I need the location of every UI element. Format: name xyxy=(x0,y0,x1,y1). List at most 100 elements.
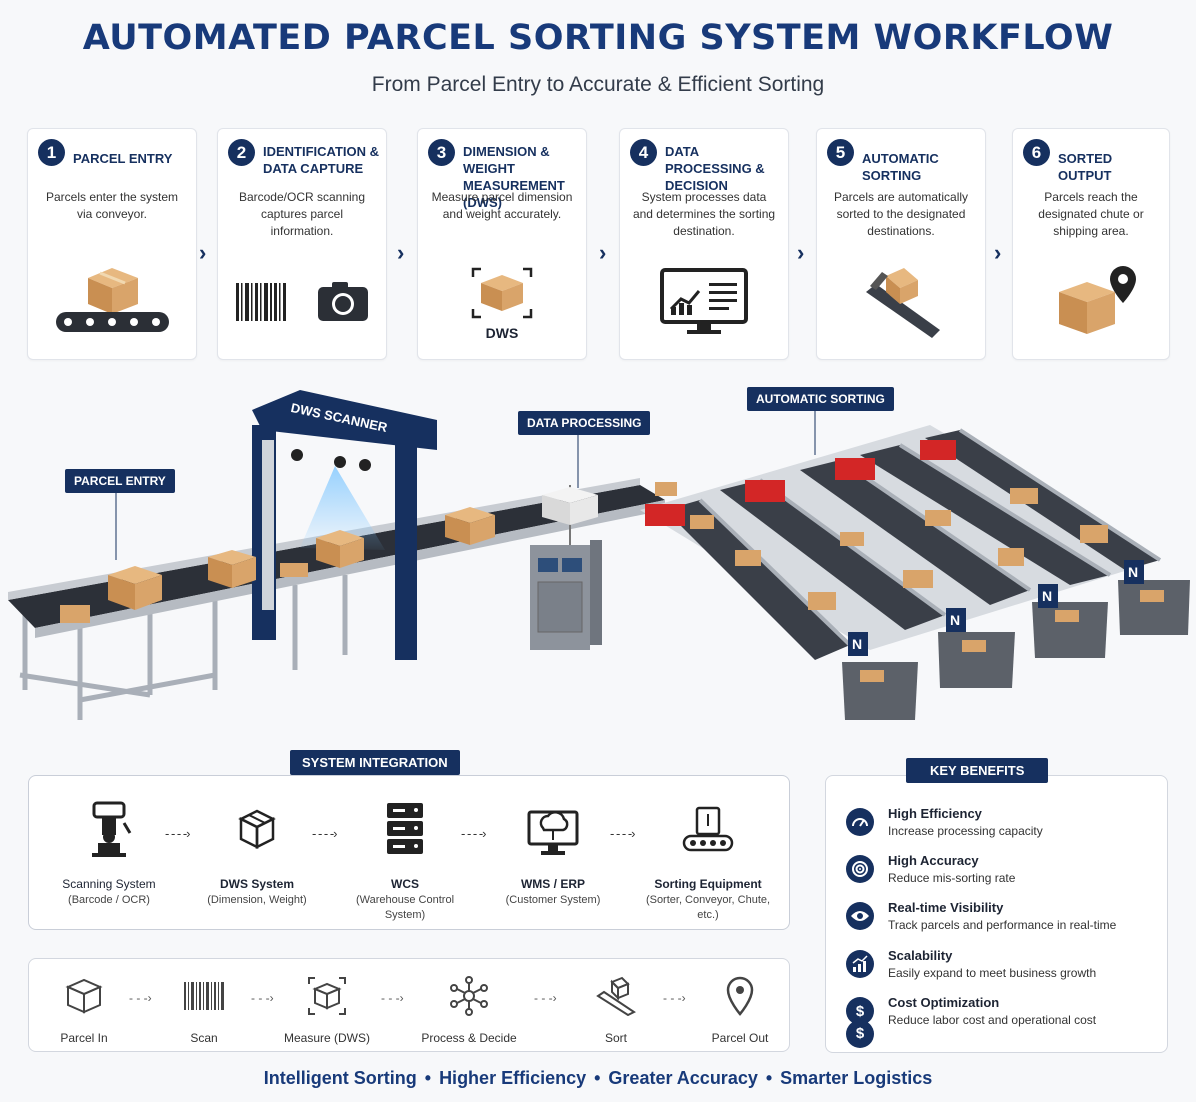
step-number: 5 xyxy=(827,139,854,166)
step-number: 4 xyxy=(630,139,657,166)
step-title: SORTED OUTPUT xyxy=(1058,151,1113,183)
benefit-title: High Efficiency xyxy=(888,806,982,821)
flow-parcel-in: Parcel In xyxy=(29,973,139,1045)
si-desc: (Warehouse Control System) xyxy=(355,894,455,921)
step-number: 3 xyxy=(428,139,455,166)
location-pin-icon xyxy=(685,973,795,1019)
step-description: Barcode/OCR scanning captures parcel inf… xyxy=(238,190,366,238)
dollar-icon: $ xyxy=(846,1020,874,1048)
tag-automatic-sorting: AUTOMATIC SORTING xyxy=(747,387,894,411)
step-title: AUTOMATIC SORTING xyxy=(862,151,939,183)
benefit-title: Scalability xyxy=(888,948,953,963)
dashed-arrow-icon: - - - -› xyxy=(165,826,191,841)
tag-parcel-entry: PARCEL ENTRY xyxy=(65,469,175,493)
step-description: Parcels enter the system via conveyor. xyxy=(45,190,179,221)
bullet-separator: • xyxy=(424,1068,432,1088)
key-benefits-panel: High Efficiency Increase processing capa… xyxy=(825,775,1168,1053)
si-desc: (Barcode / OCR) xyxy=(68,894,150,906)
si-wcs: WCS (Warehouse Control System) xyxy=(335,798,475,923)
step-number: 1 xyxy=(38,139,65,166)
bullet-separator: • xyxy=(594,1068,601,1088)
flow-process-decide: Process & Decide xyxy=(414,973,524,1045)
sort-arm-icon xyxy=(561,973,671,1019)
barcode-camera-icon xyxy=(218,254,386,349)
tagline-item: Higher Efficiency xyxy=(439,1068,587,1088)
box-icon xyxy=(29,973,139,1019)
network-icon xyxy=(414,973,524,1019)
si-sorting-equipment: Sorting Equipment (Sorter, Conveyor, Chu… xyxy=(638,798,778,923)
box-location-icon xyxy=(1013,254,1169,349)
workflow-steps: 1 PARCEL ENTRY Parcels enter the system … xyxy=(27,128,1170,360)
dws-label: DWS xyxy=(485,324,519,341)
server-icon xyxy=(335,798,475,860)
si-dws-system: DWS System (Dimension, Weight) xyxy=(187,798,327,908)
benefit-desc: Reduce mis-sorting rate xyxy=(888,871,1016,885)
step-title: IDENTIFICATION & DATA CAPTURE xyxy=(263,144,380,176)
flow-label: Measure (DWS) xyxy=(283,1031,370,1045)
eye-icon xyxy=(846,902,874,930)
tagline-item: Smarter Logistics xyxy=(780,1068,933,1088)
sorting-system-illustration: PARCEL ENTRY DWS SCANNER DATA PROCESSING… xyxy=(0,370,1196,740)
benefit-desc: Track parcels and performance in real-ti… xyxy=(888,918,1117,932)
dashed-arrow-icon: - - -› xyxy=(129,991,152,1005)
flow-measure: Measure (DWS) xyxy=(272,973,382,1045)
key-benefits-tag: KEY BENEFITS xyxy=(906,758,1049,783)
flow-sort: Sort xyxy=(561,973,671,1045)
si-name: WMS / ERP xyxy=(520,877,585,891)
chute-label: N xyxy=(1042,588,1053,604)
scanner-robot-icon xyxy=(39,798,179,860)
flow-label: Parcel In xyxy=(60,1031,108,1045)
conveyor-icon xyxy=(638,798,778,860)
step-title: DATA PROCESSING & DECISION xyxy=(665,144,765,193)
monitor-chart-icon xyxy=(620,254,788,349)
si-wms-erp: WMS / ERP (Customer System) xyxy=(483,798,623,908)
barcode-icon xyxy=(149,973,259,1019)
dashed-arrow-icon: - - -› xyxy=(534,991,557,1005)
si-desc: (Customer System) xyxy=(505,894,601,906)
process-flow-strip: Parcel In - - -› Scan - - -› Measure (DW… xyxy=(28,958,790,1052)
flow-label: Process & Decide xyxy=(421,1031,517,1045)
chevron-right-icon: › xyxy=(397,240,405,265)
step-card-data-processing: 4 DATA PROCESSING & DECISION System proc… xyxy=(619,128,789,360)
step-description: Parcels are automatically sorted to the … xyxy=(833,190,969,238)
system-integration-tag: SYSTEM INTEGRATION xyxy=(290,750,460,775)
step-number: 6 xyxy=(1023,139,1050,166)
step-card-automatic-sorting: 5 AUTOMATIC SORTING Parcels are automati… xyxy=(816,128,986,360)
page-subtitle: From Parcel Entry to Accurate & Efficien… xyxy=(371,73,825,96)
chevron-right-icon: › xyxy=(994,240,1002,265)
benefit-desc: Easily expand to meet business growth xyxy=(888,966,1097,980)
si-desc: (Sorter, Conveyor, Chute, etc.) xyxy=(645,894,771,921)
si-name: Sorting Equipment xyxy=(654,877,762,891)
chevron-right-icon: › xyxy=(599,240,607,265)
benefit-desc: Increase processing capacity xyxy=(888,824,1043,838)
si-scanning-system: Scanning System (Barcode / OCR) xyxy=(39,798,179,908)
system-integration-panel: Scanning System (Barcode / OCR) - - - -›… xyxy=(28,775,790,930)
target-icon xyxy=(846,855,874,883)
flow-label: Parcel Out xyxy=(711,1031,769,1045)
si-name: DWS System xyxy=(219,877,295,891)
flow-parcel-out: Parcel Out xyxy=(685,973,795,1045)
step-description: System processes data and determines the… xyxy=(632,190,776,238)
sorter-arm-icon xyxy=(817,254,985,349)
dashed-arrow-icon: - - -› xyxy=(663,991,686,1005)
dashed-arrow-icon: - - -› xyxy=(251,991,274,1005)
conveyor-box-icon xyxy=(28,254,196,349)
flow-label: Sort xyxy=(604,1031,627,1045)
step-card-identification: 2 IDENTIFICATION & DATA CAPTURE Barcode/… xyxy=(217,128,387,360)
step-title: PARCEL ENTRY xyxy=(73,151,173,166)
growth-chart-icon xyxy=(846,950,874,978)
dashed-arrow-icon: - - -› xyxy=(381,991,404,1005)
tagline: Intelligent Sorting•Higher Efficiency•Gr… xyxy=(0,1068,1196,1089)
chevron-right-icon: › xyxy=(199,240,207,265)
chute-label: N xyxy=(852,636,863,652)
chute-label: N xyxy=(1128,564,1139,580)
chevron-right-icon: › xyxy=(797,240,805,265)
step-description: Parcels reach the designated chute or sh… xyxy=(1038,190,1144,238)
dashed-arrow-icon: - - - -› xyxy=(610,826,636,841)
si-name: WCS xyxy=(391,877,419,891)
benefit-desc: Reduce labor cost and operational cost xyxy=(888,1013,1097,1027)
tagline-item: Greater Accuracy xyxy=(608,1068,758,1088)
flow-scan: Scan xyxy=(149,973,259,1045)
page-title: AUTOMATED PARCEL SORTING SYSTEM WORKFLOW xyxy=(82,18,1114,58)
measure-box-icon xyxy=(272,973,382,1019)
